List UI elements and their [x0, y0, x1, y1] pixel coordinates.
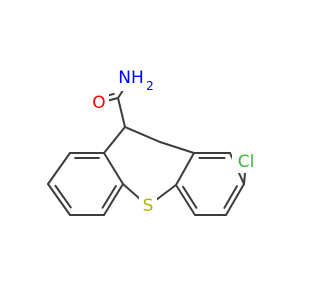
bond-a3-ca [103, 126, 126, 154]
bond-r1-r2 [175, 152, 195, 186]
bond-ca-cb [124, 126, 161, 143]
atom-label-s: S [139, 196, 157, 218]
bond-a4-a5-double [101, 185, 117, 209]
bond-r6-r1-double [182, 185, 198, 209]
atom-label-cl: Cl [232, 151, 260, 173]
atom-label-o: O [89, 92, 109, 114]
atom-label-nh2: NH 2 [116, 67, 162, 93]
chlorine-label: Cl [238, 152, 255, 172]
amine-label: NH [118, 68, 144, 88]
bond-a4-a5 [103, 183, 124, 216]
bond-ca-cn [117, 97, 126, 128]
amine-subscript: 2 [146, 79, 154, 93]
chemical-structure: S Cl O NH 2 [47, 67, 260, 218]
oxygen-label: O [92, 93, 105, 113]
bond-a3-a4 [103, 152, 124, 185]
bond-lines [47, 77, 247, 216]
bond-a6-a1-double [54, 184, 72, 209]
bond-r6-r1 [175, 184, 196, 216]
bond-a6-a1 [47, 183, 71, 216]
bond-r4-r5 [225, 183, 245, 216]
sulfur-label: S [143, 196, 154, 216]
bond-cb-r2 [159, 141, 195, 154]
bond-a1-a2 [47, 152, 71, 185]
bond-r4-r5-double [223, 185, 238, 209]
